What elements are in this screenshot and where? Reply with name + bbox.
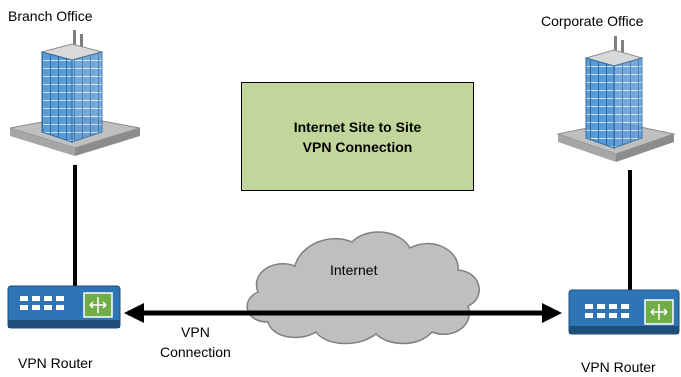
vpn-router-left-label: VPN Router xyxy=(18,355,93,371)
vpn-router-right-icon xyxy=(568,289,680,335)
title-box: Internet Site to Site VPN Connection xyxy=(241,82,474,191)
vpn-connection-label: VPN Connection xyxy=(160,322,231,362)
vpn-router-right-label: VPN Router xyxy=(581,359,656,375)
vpn-router-left-icon xyxy=(7,285,121,329)
internet-cloud-icon xyxy=(246,231,480,345)
vpn-connection-line-2: Connection xyxy=(160,344,231,360)
branch-office-building-icon xyxy=(9,30,141,156)
title-line-2: VPN Connection xyxy=(302,138,413,155)
vpn-connection-line-1: VPN xyxy=(181,324,210,340)
corporate-office-building-icon xyxy=(556,36,676,162)
internet-label: Internet xyxy=(330,262,378,278)
branch-office-label: Branch Office xyxy=(8,8,93,24)
corporate-office-label: Corporate Office xyxy=(541,13,644,29)
title-line-1: Internet Site to Site xyxy=(293,118,422,135)
